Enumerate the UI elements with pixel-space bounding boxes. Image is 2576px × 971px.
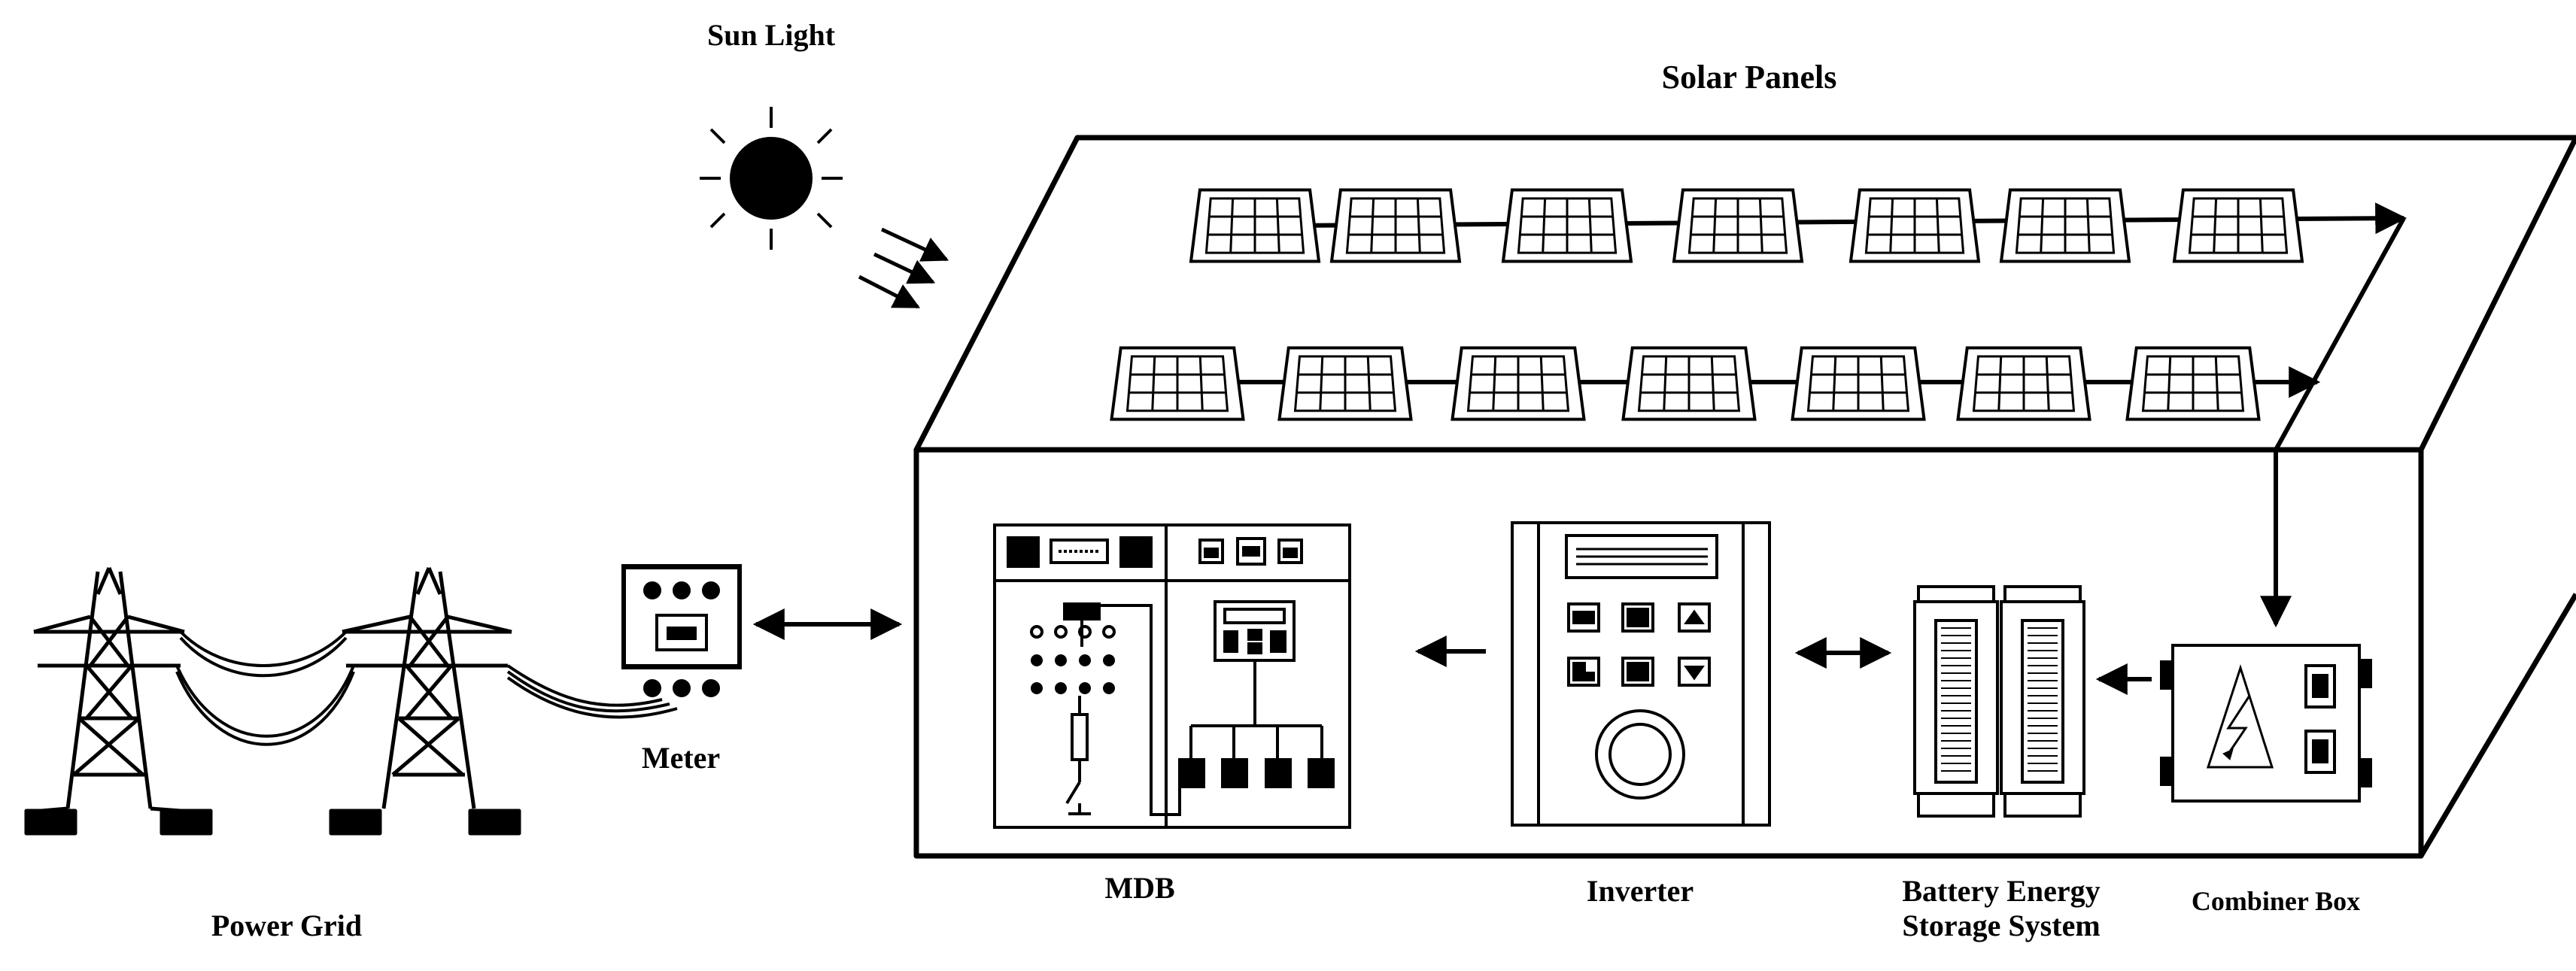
solar-panel-icon bbox=[1848, 188, 1981, 263]
label-combiner-box: Combiner Box bbox=[2191, 886, 2361, 916]
label-battery-line2: Storage System bbox=[1902, 909, 2101, 942]
label-sun-light: Sun Light bbox=[706, 18, 836, 52]
inverter-unit bbox=[1511, 521, 1771, 827]
label-battery-energy-storage: Battery Energy Storage System bbox=[1902, 874, 2100, 943]
solar-panel-icon bbox=[1189, 188, 1321, 263]
solar-panel-icon bbox=[1672, 188, 1804, 263]
power-grid-towers bbox=[24, 567, 521, 836]
solar-panel-icon bbox=[1956, 346, 2091, 421]
sun-icon bbox=[700, 107, 843, 250]
battery-storage bbox=[1913, 585, 2085, 818]
label-inverter: Inverter bbox=[1586, 874, 1694, 908]
flow-arrows bbox=[752, 608, 2152, 695]
battery-icon bbox=[1913, 585, 1999, 818]
solar-panels-group bbox=[1110, 188, 2304, 421]
solar-panel-icon bbox=[2172, 188, 2304, 263]
solar-panel-icon bbox=[1501, 188, 1633, 263]
solar-panel-icon bbox=[2125, 346, 2261, 421]
solar-panel-icon bbox=[1791, 346, 1926, 421]
label-meter: Meter bbox=[641, 741, 721, 775]
label-power-grid: Power Grid bbox=[211, 909, 363, 942]
label-solar-panels: Solar Panels bbox=[1661, 59, 1837, 96]
meter-device bbox=[623, 566, 740, 697]
solar-panel-icon bbox=[1999, 188, 2131, 263]
label-battery-line1: Battery Energy bbox=[1902, 874, 2101, 908]
sunlight-rays bbox=[858, 227, 949, 309]
solar-panel-icon bbox=[1110, 346, 1245, 421]
tower-icon bbox=[24, 567, 213, 836]
transmission-cables bbox=[175, 630, 678, 746]
building-side bbox=[2418, 593, 2576, 857]
combiner-box bbox=[2160, 644, 2372, 803]
mdb-panel bbox=[993, 523, 1351, 829]
tower-icon bbox=[329, 567, 521, 836]
solar-panel-icon bbox=[1621, 346, 1757, 421]
label-mdb: MDB bbox=[1104, 871, 1175, 905]
solar-panel-icon bbox=[1277, 346, 1413, 421]
solar-panel-icon bbox=[1451, 346, 1586, 421]
solar-panel-icon bbox=[1329, 188, 1462, 263]
battery-icon bbox=[2000, 585, 2085, 818]
meter-body bbox=[621, 564, 742, 669]
